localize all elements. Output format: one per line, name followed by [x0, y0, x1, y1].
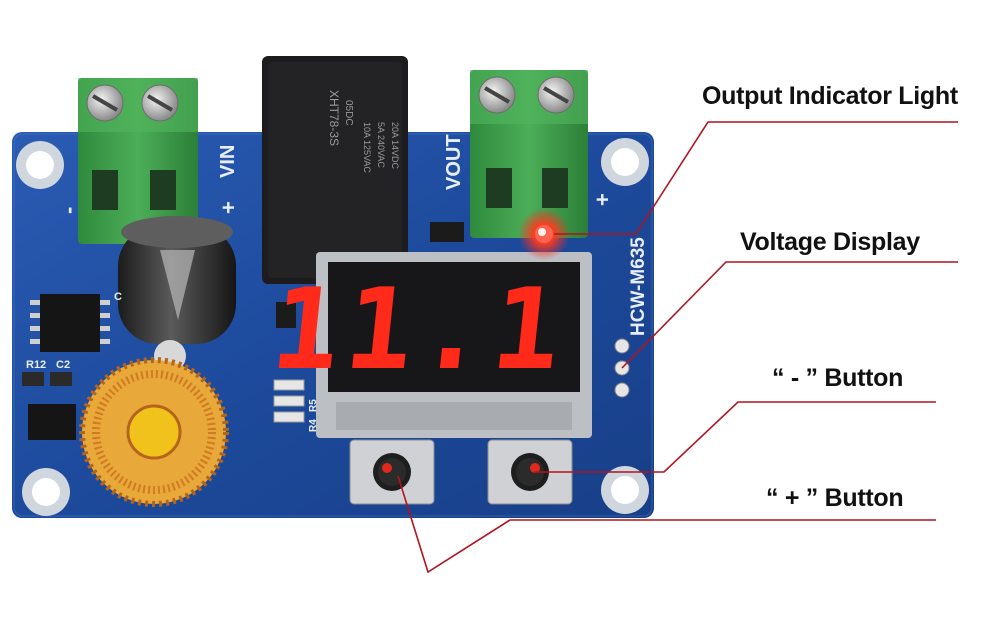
- silk-r5: R5: [308, 399, 319, 412]
- callout-voltage-display: Voltage Display: [740, 228, 920, 256]
- callout-lines: [397, 121, 958, 574]
- silk-c: C: [114, 291, 122, 303]
- silk-r12: R12: [26, 359, 46, 371]
- callout-plus-button: “ + ” Button: [766, 484, 904, 512]
- electrolytic-capacitor: [118, 216, 236, 372]
- silk-vin: VIN: [217, 145, 239, 178]
- svg-text:05DC: 05DC: [343, 100, 354, 126]
- silk-r4: R4: [308, 419, 319, 432]
- relay: XHT78-3S 05DC 10A 125VAC 5A 240VAC 20A 1…: [262, 56, 408, 284]
- silk-vin-minus: -: [56, 207, 81, 214]
- input-terminal-block: [78, 78, 198, 244]
- ic-chip: [30, 294, 110, 352]
- voltage-display: 11.1: [266, 252, 592, 438]
- mounting-hole: [601, 466, 649, 514]
- silk-model: HCW-M635: [628, 237, 649, 336]
- silk-vin-plus: +: [216, 201, 241, 214]
- silk-c2: C2: [56, 359, 70, 371]
- mounting-hole: [22, 468, 70, 516]
- toroid-inductor: [79, 357, 229, 507]
- silk-vout-plus: +: [590, 193, 615, 206]
- minus-button[interactable]: [487, 439, 573, 505]
- output-terminal-block: [470, 70, 588, 238]
- callout-minus-button: “ - ” Button: [772, 364, 904, 392]
- svg-text:20A 14VDC: 20A 14VDC: [390, 122, 400, 170]
- svg-text:10A 125VAC: 10A 125VAC: [362, 122, 372, 173]
- mounting-hole: [16, 141, 64, 189]
- display-reading: 11.1: [266, 265, 573, 395]
- output-indicator-led: [518, 208, 570, 260]
- mounting-hole: [601, 138, 649, 186]
- plus-button[interactable]: [349, 439, 435, 505]
- silk-vout: VOUT: [443, 134, 465, 190]
- svg-text:5A 240VAC: 5A 240VAC: [376, 122, 386, 168]
- callout-output-indicator-light: Output Indicator Light: [702, 82, 958, 110]
- smd-components: [22, 222, 464, 440]
- svg-text:XHT78-3S: XHT78-3S: [327, 90, 341, 146]
